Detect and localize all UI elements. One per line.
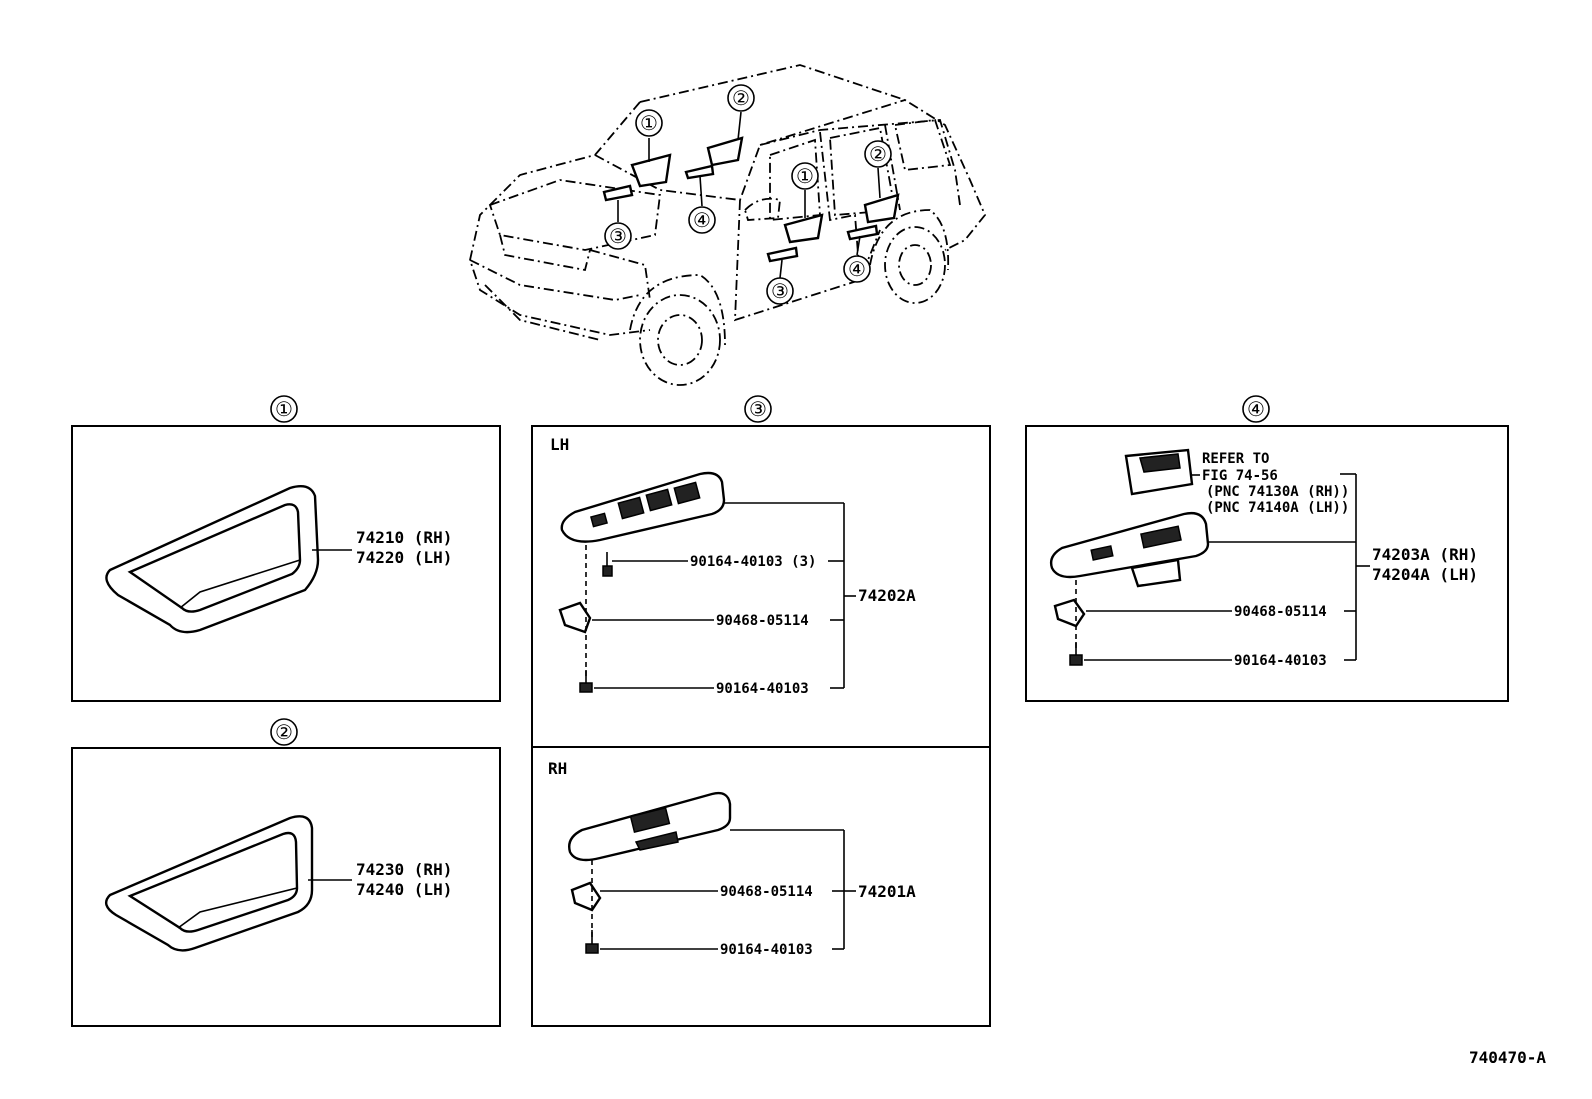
- panel-3-lh-label: LH: [550, 435, 569, 454]
- panel-1: ① 74210 (RH) 74220 (LH): [71, 395, 501, 702]
- panel-3-header: ③: [744, 395, 772, 423]
- window-switch-unit: [1124, 448, 1194, 496]
- svg-text:④: ④: [1247, 397, 1265, 421]
- part-74201a-label: 74201A: [858, 882, 916, 901]
- svg-text:①: ①: [640, 111, 658, 135]
- vehicle-callout-4b: ④: [843, 255, 871, 283]
- vehicle-callout-3a: ③: [604, 222, 632, 250]
- panel-4: ④ REFER TO FIG 74-56 (PNC 74130A (RH)) (…: [1025, 395, 1509, 702]
- pnc-74130a-label: (PNC 74130A (RH)): [1206, 484, 1349, 500]
- panel-2-header: ②: [270, 718, 298, 746]
- screw-lh-lower: [579, 670, 593, 693]
- refer-fig-label: FIG 74-56: [1202, 468, 1278, 484]
- panel-3-frame: [531, 425, 991, 1027]
- panel-1-frame: [71, 425, 501, 702]
- window-switch-passenger: [1049, 511, 1210, 588]
- vehicle-callout-1a: ①: [635, 109, 663, 137]
- vehicle-callout-2a: ②: [727, 84, 755, 112]
- door-handle-bezel-front: [105, 485, 320, 634]
- clip-lh: [558, 601, 592, 634]
- window-switch-rh: [568, 791, 732, 862]
- screw-panel4: [1069, 642, 1083, 666]
- vehicle-illustration: ① ② ① ② ④ ③ ④ ③: [469, 64, 987, 386]
- door-handle-bezel-rear: [104, 815, 314, 952]
- vehicle-callout-1b: ①: [791, 162, 819, 190]
- part-74220-label: 74220 (LH): [356, 548, 452, 567]
- part-90468-05114-rh-label: 90468-05114: [720, 884, 813, 900]
- part-90164-40103-3-label: 90164-40103 (3): [690, 554, 816, 570]
- svg-text:④: ④: [693, 208, 711, 232]
- part-74210-label: 74210 (RH): [356, 528, 452, 547]
- vehicle-callout-4a: ④: [688, 206, 716, 234]
- svg-text:④: ④: [848, 257, 866, 281]
- panel-4-header: ④: [1242, 395, 1270, 423]
- part-90164-40103-lh-label: 90164-40103: [716, 681, 809, 697]
- window-switch-lh-master: [560, 471, 726, 543]
- panel-3: ③ LH 90164-40103 (3) 90468-0511: [531, 395, 991, 1027]
- refer-to-label: REFER TO: [1202, 451, 1269, 467]
- svg-text:③: ③: [749, 397, 767, 421]
- vehicle-callout-2b: ②: [864, 140, 892, 168]
- clip-rh: [570, 881, 602, 912]
- part-90468-05114-p4-label: 90468-05114: [1234, 604, 1327, 620]
- panel-4-frame: [1025, 425, 1509, 702]
- part-74230-label: 74230 (RH): [356, 860, 452, 879]
- panel-3-rh-label: RH: [548, 759, 567, 778]
- part-90164-40103-p4-label: 90164-40103: [1234, 653, 1327, 669]
- part-90164-40103-rh-label: 90164-40103: [720, 942, 813, 958]
- svg-text:②: ②: [732, 86, 750, 110]
- svg-text:②: ②: [869, 142, 887, 166]
- panel-2-frame: [71, 747, 501, 1027]
- pnc-74140a-label: (PNC 74140A (LH)): [1206, 500, 1349, 516]
- vehicle-callout-3b: ③: [766, 277, 794, 305]
- part-74240-label: 74240 (LH): [356, 880, 452, 899]
- svg-text:③: ③: [771, 279, 789, 303]
- screw-lh-upper: [602, 552, 613, 577]
- clip-panel4: [1053, 598, 1086, 628]
- svg-text:③: ③: [609, 224, 627, 248]
- part-90468-05114-lh-label: 90468-05114: [716, 613, 809, 629]
- svg-text:①: ①: [796, 164, 814, 188]
- figure-id: 740470-A: [1469, 1048, 1546, 1067]
- svg-text:①: ①: [275, 397, 293, 421]
- svg-text:②: ②: [275, 720, 293, 744]
- part-74203a-label: 74203A (RH): [1372, 545, 1478, 564]
- part-74204a-label: 74204A (LH): [1372, 565, 1478, 584]
- part-74202a-label: 74202A: [858, 586, 916, 605]
- panel-1-header: ①: [270, 395, 298, 423]
- panel-2: ② 74230 (RH) 74240 (LH): [71, 718, 501, 1027]
